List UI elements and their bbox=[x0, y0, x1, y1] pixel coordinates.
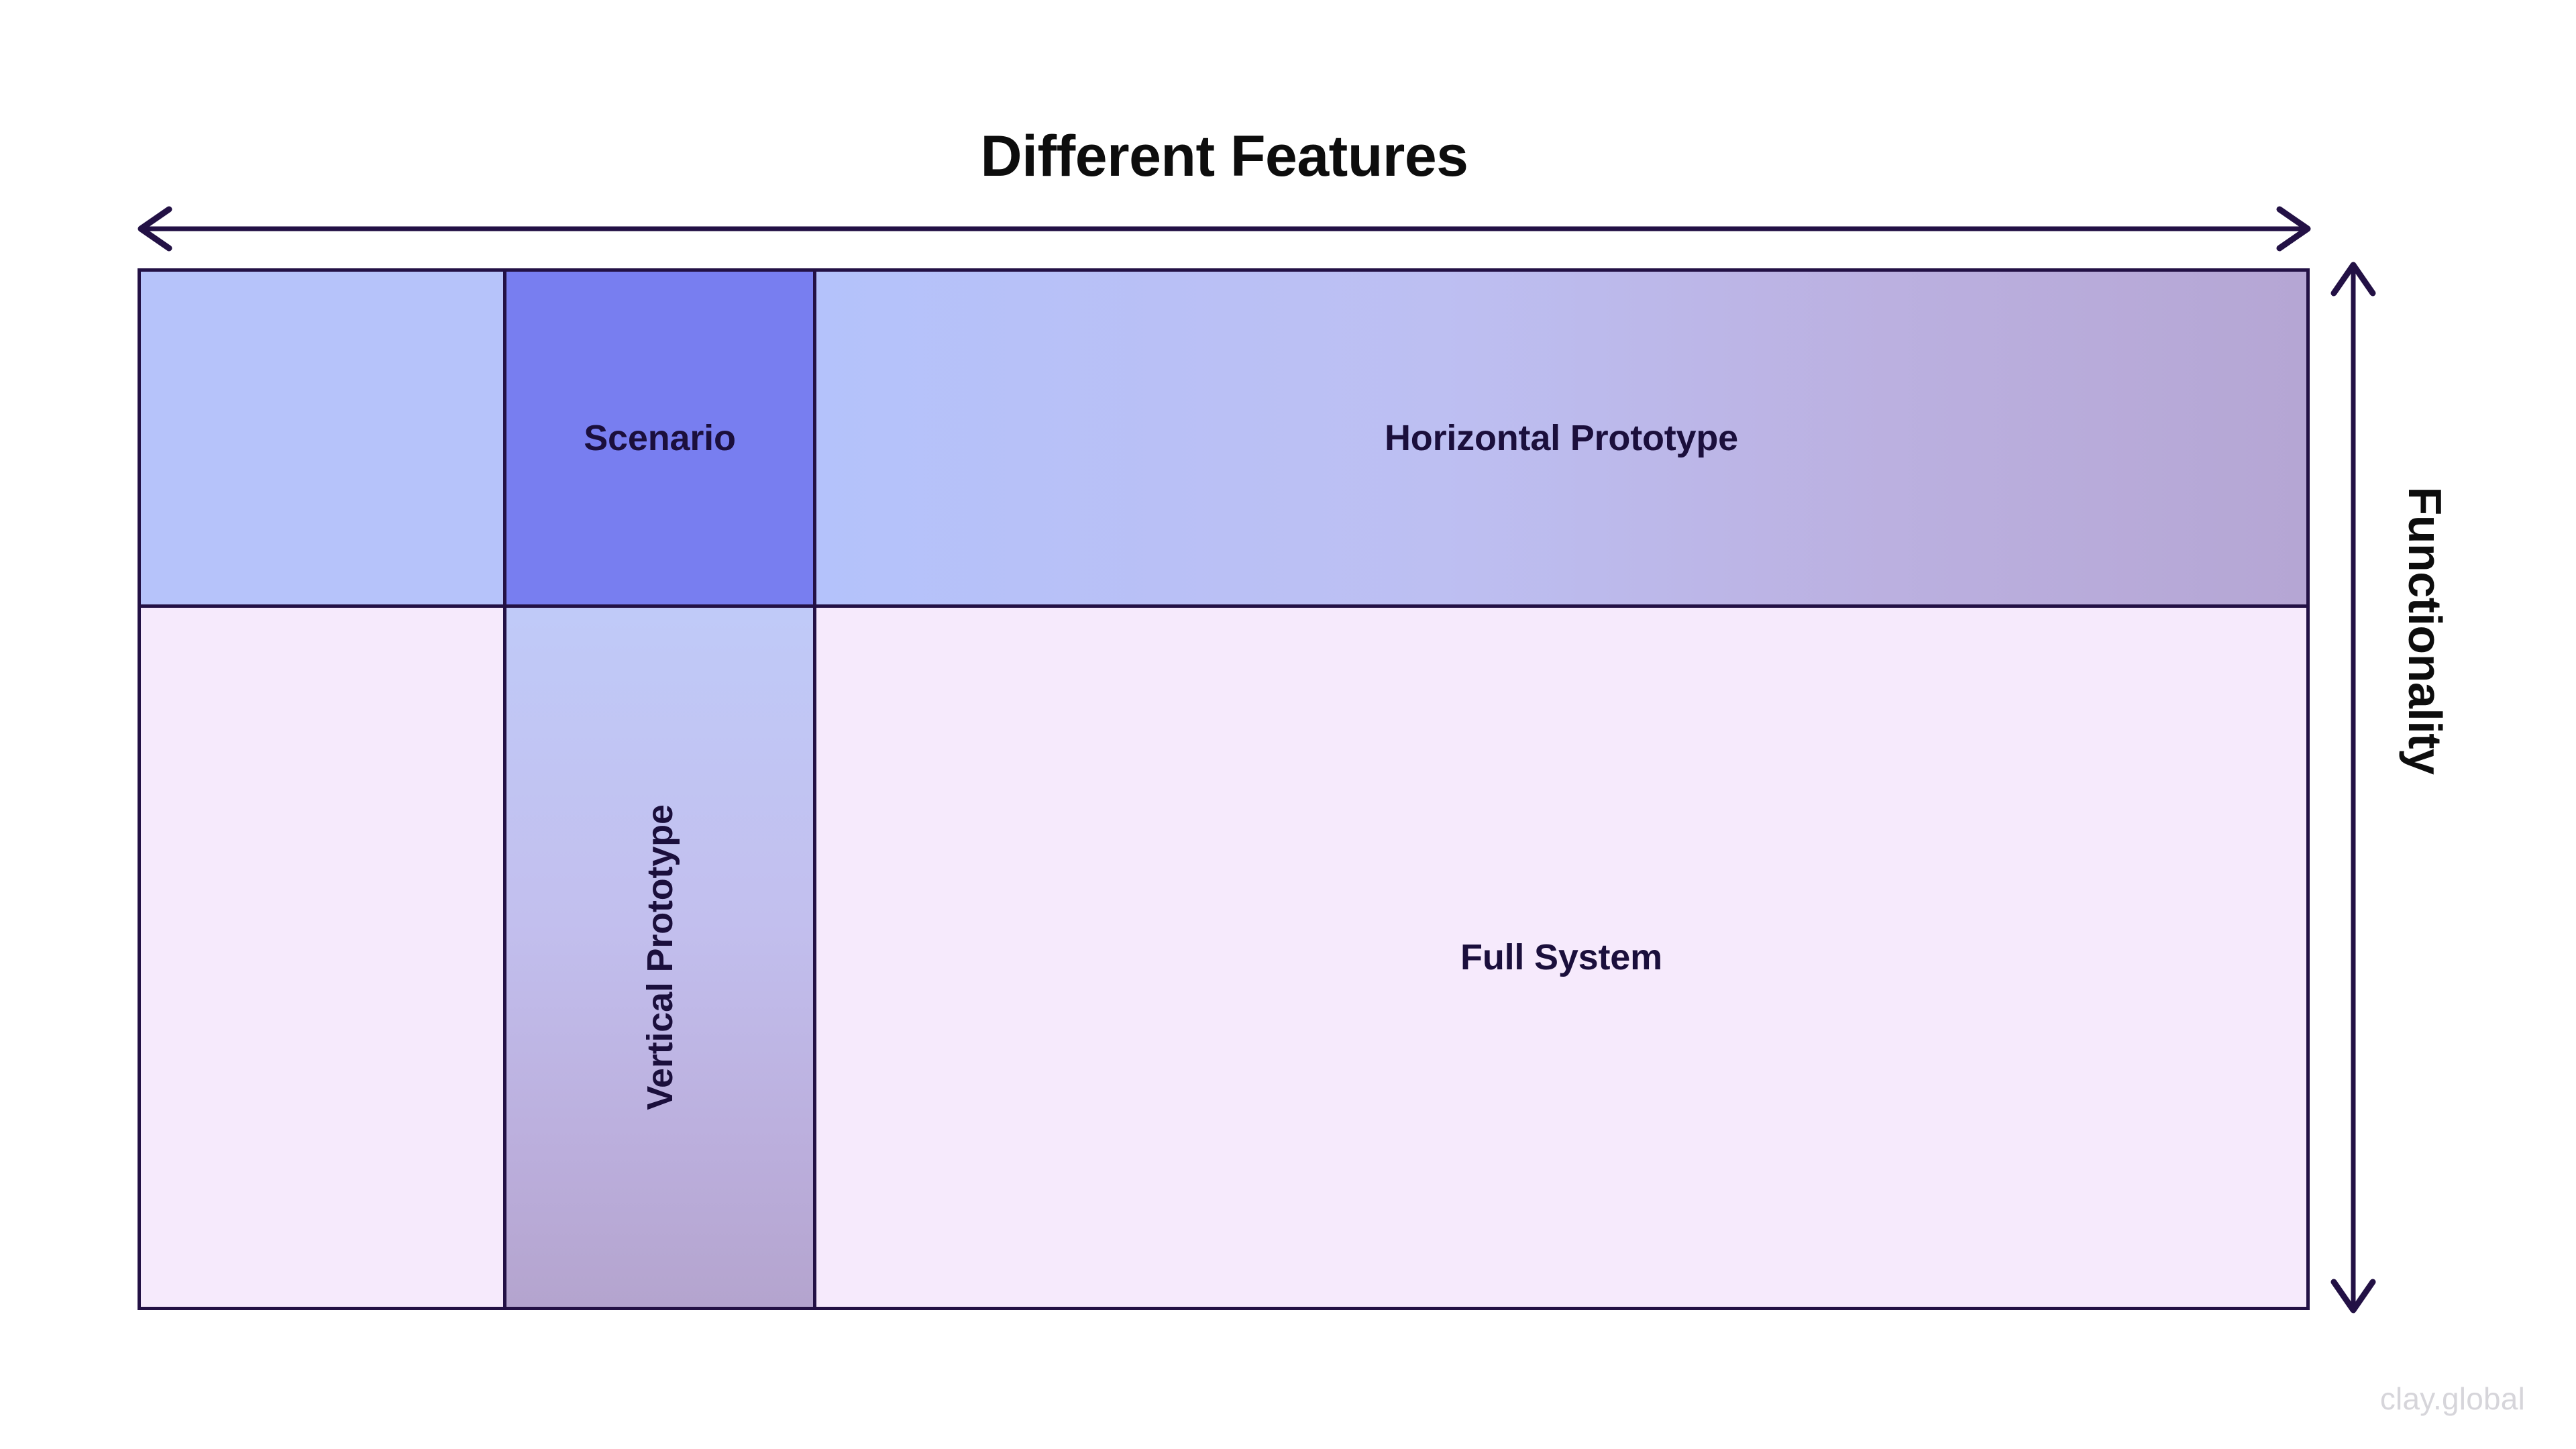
matrix-cell-r1c1 bbox=[141, 272, 506, 608]
y-axis-label-text: Functionality bbox=[2399, 486, 2451, 775]
matrix-cell-r2c1 bbox=[141, 608, 506, 1307]
matrix-cell-label-scenario: Scenario bbox=[584, 418, 736, 458]
matrix-cell-label-horizontal-prototype: Horizontal Prototype bbox=[1384, 418, 1738, 458]
matrix-cell-full-system: Full System bbox=[816, 608, 2306, 1307]
matrix-cell-scenario: Scenario bbox=[506, 272, 816, 608]
matrix-cell-vertical-prototype: Vertical Prototype bbox=[506, 608, 816, 1307]
double-headed-vertical-arrow-icon bbox=[2330, 262, 2376, 1313]
prototype-matrix: Scenario Horizontal Prototype Vertical P… bbox=[138, 268, 2310, 1310]
matrix-cell-horizontal-prototype: Horizontal Prototype bbox=[816, 272, 2306, 608]
page-title: Different Features bbox=[980, 124, 1468, 189]
matrix-cell-label-full-system: Full System bbox=[1460, 937, 1662, 977]
matrix-cell-label-vertical-prototype: Vertical Prototype bbox=[639, 804, 680, 1110]
double-headed-horizontal-arrow-icon bbox=[138, 206, 2311, 252]
y-axis-label: Functionality bbox=[2388, 429, 2462, 832]
watermark: clay.global bbox=[2379, 1381, 2525, 1416]
